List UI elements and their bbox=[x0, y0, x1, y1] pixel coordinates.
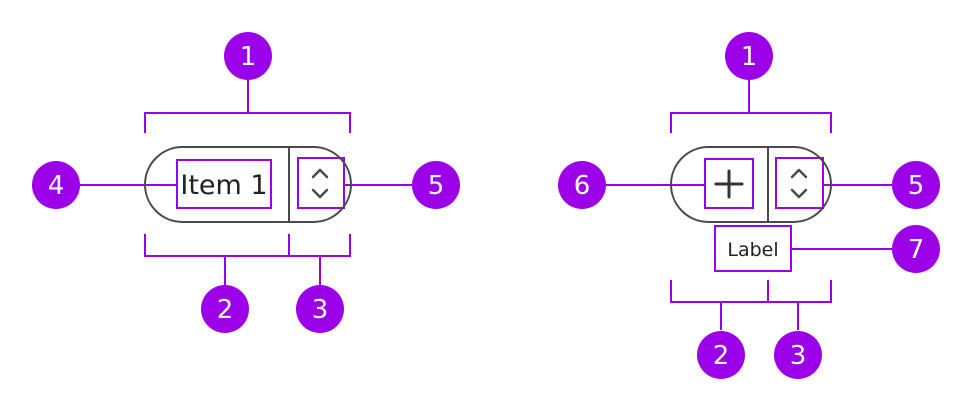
svg-text:3: 3 bbox=[790, 341, 807, 371]
plus-icon bbox=[714, 169, 744, 199]
marker-3-right: 3 bbox=[774, 331, 822, 379]
marker-2-right: 2 bbox=[697, 331, 745, 379]
marker-5-left: 5 bbox=[412, 161, 460, 209]
bracket-bottom-right-3 bbox=[768, 280, 832, 330]
marker-5-right: 5 bbox=[892, 161, 940, 209]
label-text: Label bbox=[727, 239, 778, 261]
svg-text:2: 2 bbox=[713, 341, 730, 371]
highlight-chevron-left bbox=[297, 157, 345, 209]
marker-7: 7 bbox=[892, 225, 940, 273]
chevron-down-icon bbox=[311, 188, 329, 199]
svg-text:5: 5 bbox=[908, 171, 925, 201]
marker-1-right: 1 bbox=[725, 32, 773, 80]
marker-1-left: 1 bbox=[224, 32, 272, 80]
pill-outline bbox=[670, 146, 832, 223]
svg-text:7: 7 bbox=[908, 235, 925, 265]
highlight-label bbox=[714, 225, 792, 272]
item-text: Item 1 bbox=[180, 170, 267, 201]
pill-control-right: Label bbox=[670, 146, 832, 261]
marker-2-left: 2 bbox=[201, 285, 249, 333]
pill-outline bbox=[144, 146, 352, 223]
chevron-down-icon bbox=[790, 188, 808, 199]
chevron-up-icon bbox=[311, 168, 329, 179]
svg-text:5: 5 bbox=[428, 171, 445, 201]
svg-text:1: 1 bbox=[240, 42, 257, 72]
marker-3-left: 3 bbox=[296, 285, 344, 333]
bracket-top-right bbox=[670, 80, 832, 133]
bracket-top-left bbox=[144, 80, 351, 133]
marker-4: 4 bbox=[32, 161, 80, 209]
highlight-chevron-right bbox=[775, 157, 824, 209]
svg-text:2: 2 bbox=[217, 295, 234, 325]
marker-6: 6 bbox=[558, 161, 606, 209]
svg-text:6: 6 bbox=[574, 171, 591, 201]
chevron-up-icon bbox=[790, 168, 808, 179]
highlight-plus bbox=[704, 158, 754, 209]
svg-text:3: 3 bbox=[312, 295, 329, 325]
svg-text:1: 1 bbox=[741, 42, 758, 72]
pill-control-left: Item 1 bbox=[144, 146, 352, 223]
bracket-bottom-left-3 bbox=[289, 234, 351, 285]
highlight-item-text bbox=[176, 159, 272, 209]
bracket-bottom-right-2 bbox=[670, 280, 769, 330]
svg-text:4: 4 bbox=[48, 171, 65, 201]
bracket-bottom-left-2 bbox=[144, 234, 290, 285]
